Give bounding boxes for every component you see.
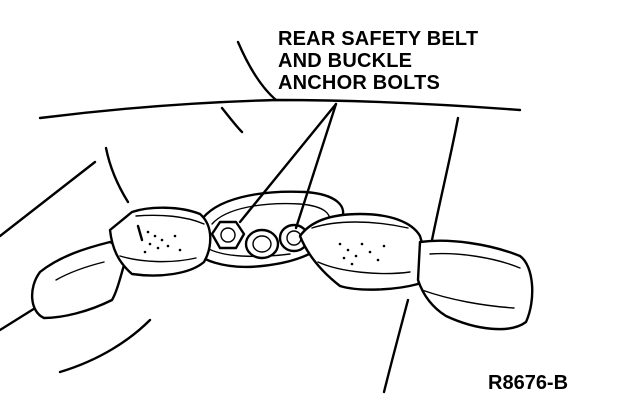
- anchor-bolt-middle: [244, 228, 280, 260]
- figure-id: R8676-B: [488, 372, 569, 394]
- left-safety-belt: [31, 206, 212, 320]
- right-safety-belt: [298, 212, 534, 331]
- callout-leader-lines: [238, 102, 338, 230]
- callout-label: REAR SAFETY BELT AND BUCKLE ANCHOR BOLTS: [278, 28, 478, 94]
- callout-line-3: ANCHOR BOLTS: [278, 72, 441, 94]
- callout-line-2: AND BUCKLE: [278, 50, 413, 72]
- callout-line-1: REAR SAFETY BELT: [278, 28, 479, 50]
- anchor-bolt-left: [210, 220, 246, 250]
